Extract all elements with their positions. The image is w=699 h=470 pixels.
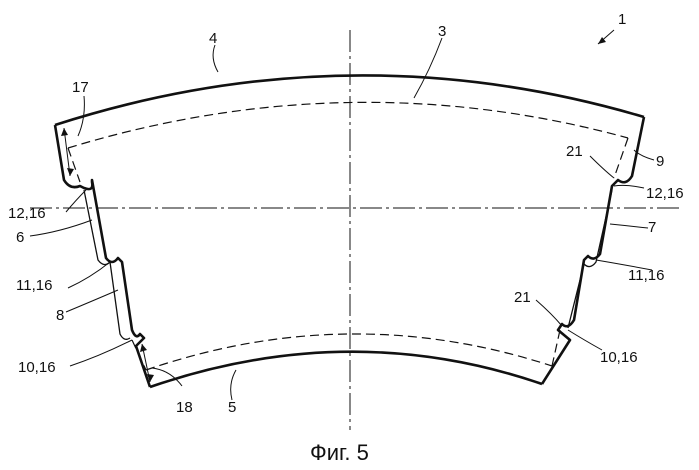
leader-left-12 xyxy=(66,190,86,212)
label-21-lower: 21 xyxy=(514,289,531,306)
figure-caption: Фиг. 5 xyxy=(310,440,369,465)
leader-5 xyxy=(231,370,236,400)
label-5: 5 xyxy=(228,399,236,416)
leader-3 xyxy=(414,38,442,98)
label-9: 9 xyxy=(656,153,664,170)
leader-left-10 xyxy=(70,340,132,366)
label-18: 18 xyxy=(176,399,193,416)
label-left-12-16: 12,16 xyxy=(8,205,46,222)
label-right-11-16: 11,16 xyxy=(628,267,664,284)
label-21-upper: 21 xyxy=(566,143,583,160)
leader-left-8 xyxy=(66,290,118,312)
label-1: 1 xyxy=(618,11,626,28)
label-left-11-16: 11,16 xyxy=(16,277,52,294)
leader-right-12 xyxy=(614,185,644,188)
leader-left-11 xyxy=(68,262,110,288)
left-dashed-end xyxy=(68,148,80,182)
label-3: 3 xyxy=(438,23,446,40)
right-dashed-end xyxy=(614,138,628,178)
label-4: 4 xyxy=(209,30,217,47)
leader-4 xyxy=(213,45,218,72)
leader-right-10 xyxy=(568,330,602,350)
label-7: 7 xyxy=(648,219,656,236)
label-left-10-16: 10,16 xyxy=(18,359,56,376)
label-right-12-16: 12,16 xyxy=(646,185,684,202)
outer-dashed-arc xyxy=(68,102,628,148)
label-right-10-16: 10,16 xyxy=(600,349,638,366)
label-8: 8 xyxy=(56,307,64,324)
label-17: 17 xyxy=(72,79,89,96)
label-6: 6 xyxy=(16,229,24,246)
inner-arc xyxy=(150,352,542,387)
leader-right-7 xyxy=(610,224,648,228)
leader-right-21a xyxy=(590,156,614,178)
leader-left-6 xyxy=(30,220,92,236)
leader-right-21b xyxy=(536,300,562,326)
